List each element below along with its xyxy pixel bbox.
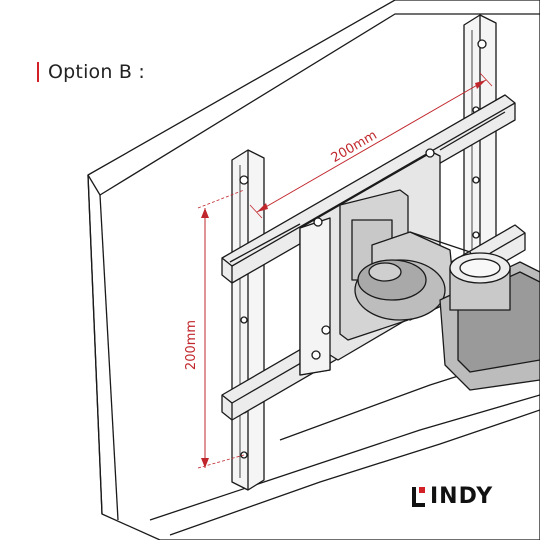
option-caption: Option B : (37, 61, 145, 83)
tilt-head (354, 231, 481, 321)
vertical-dimension-label: 200mm (184, 320, 199, 370)
lindy-logo: INDY (412, 484, 494, 509)
logo-letter-mark (412, 487, 428, 507)
left-vertical-rail (231, 149, 265, 491)
caption-text: Option B : (48, 61, 145, 83)
dimension-lines (197, 72, 493, 469)
mount-arm (439, 252, 540, 391)
caption-accent-bar (37, 62, 39, 82)
logo-wordmark: INDY (430, 484, 494, 509)
